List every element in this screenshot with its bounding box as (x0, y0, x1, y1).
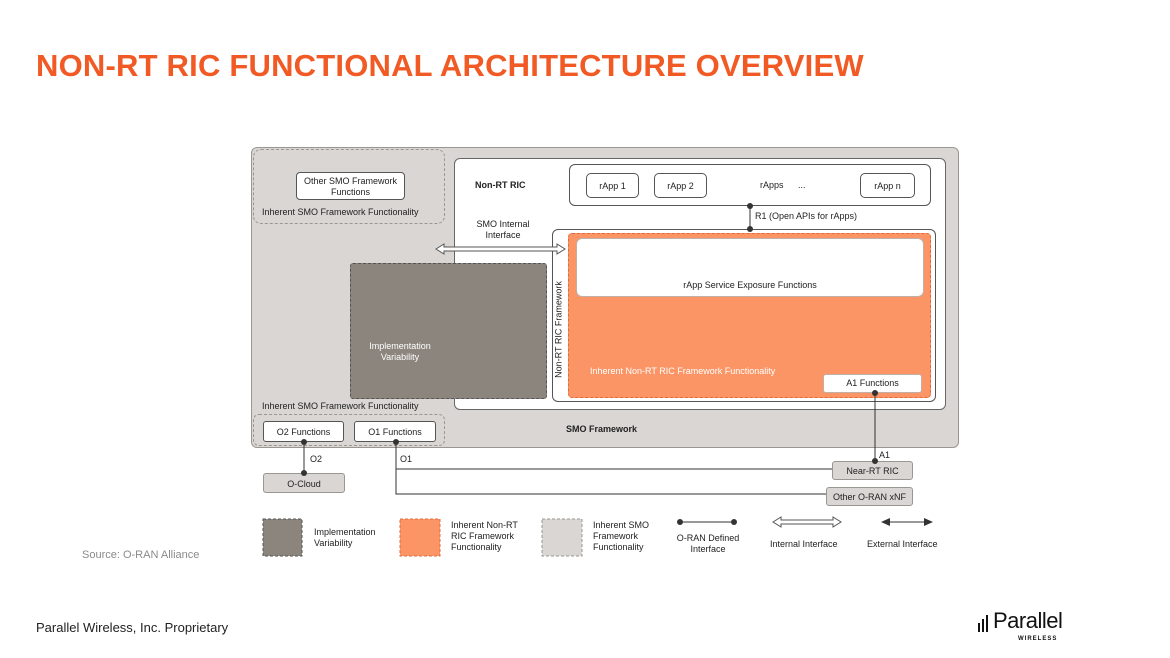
logo-subtext: WIRELESS (1018, 636, 1058, 642)
rapps-ellipsis: ... (798, 180, 806, 190)
inherent-smo-bottom-region (253, 414, 445, 446)
logo-bars-icon (978, 614, 992, 632)
rapp-n: rApp n (860, 173, 915, 198)
o1-label: O1 (400, 454, 413, 464)
rapp-2: rApp 2 (654, 173, 707, 198)
inherent-non-rt-ric-label: Inherent Non-RT RIC Framework Functional… (590, 366, 776, 376)
inherent-smo-top-label: Inherent SMO Framework Functionality (262, 207, 419, 217)
rapp-service-exposure-functions: rApp Service Exposure Functions (576, 238, 924, 297)
a1-label: A1 (879, 450, 891, 460)
footer-text: Parallel Wireless, Inc. Proprietary (36, 620, 229, 635)
source-citation: Source: O-RAN Alliance (82, 549, 200, 561)
o2-label: O2 (310, 454, 323, 464)
other-oran-xnf: Other O-RAN xNF (826, 487, 913, 506)
smo-framework-label: SMO Framework (566, 424, 638, 434)
inherent-smo-top-region (253, 149, 445, 224)
rapp-1: rApp 1 (586, 173, 639, 198)
legend-external-interface-label: External Interface (867, 539, 938, 549)
legend-inherent-smo-label: Inherent SMO Framework Functionality (593, 520, 650, 552)
smo-internal-interface-label: SMO Internal Interface (476, 219, 530, 240)
legend-inherent-non-rt-label: Inherent Non-RT RIC Framework Functional… (451, 520, 518, 552)
rapps-label: rApps (760, 180, 784, 190)
other-smo-functions: Other SMO Framework Functions (296, 172, 405, 200)
logo-text: Parallel (993, 608, 1063, 633)
inherent-smo-bottom-label: Inherent SMO Framework Functionality (262, 401, 419, 411)
legend-oran-interface-label: O-RAN Defined Interface (676, 533, 740, 554)
legend-implementation-label: Implementation Variability (314, 527, 376, 548)
r1-label: R1 (Open APIs for rApps) (755, 211, 858, 221)
implementation-variability-region (350, 263, 547, 399)
legend-internal-interface-label: Internal Interface (770, 539, 838, 549)
implementation-variability-label: Implementation Variability (369, 341, 431, 362)
page-title: NON-RT RIC FUNCTIONAL ARCHITECTURE OVERV… (36, 48, 864, 83)
non-rt-ric-label: Non-RT RIC (475, 180, 526, 190)
